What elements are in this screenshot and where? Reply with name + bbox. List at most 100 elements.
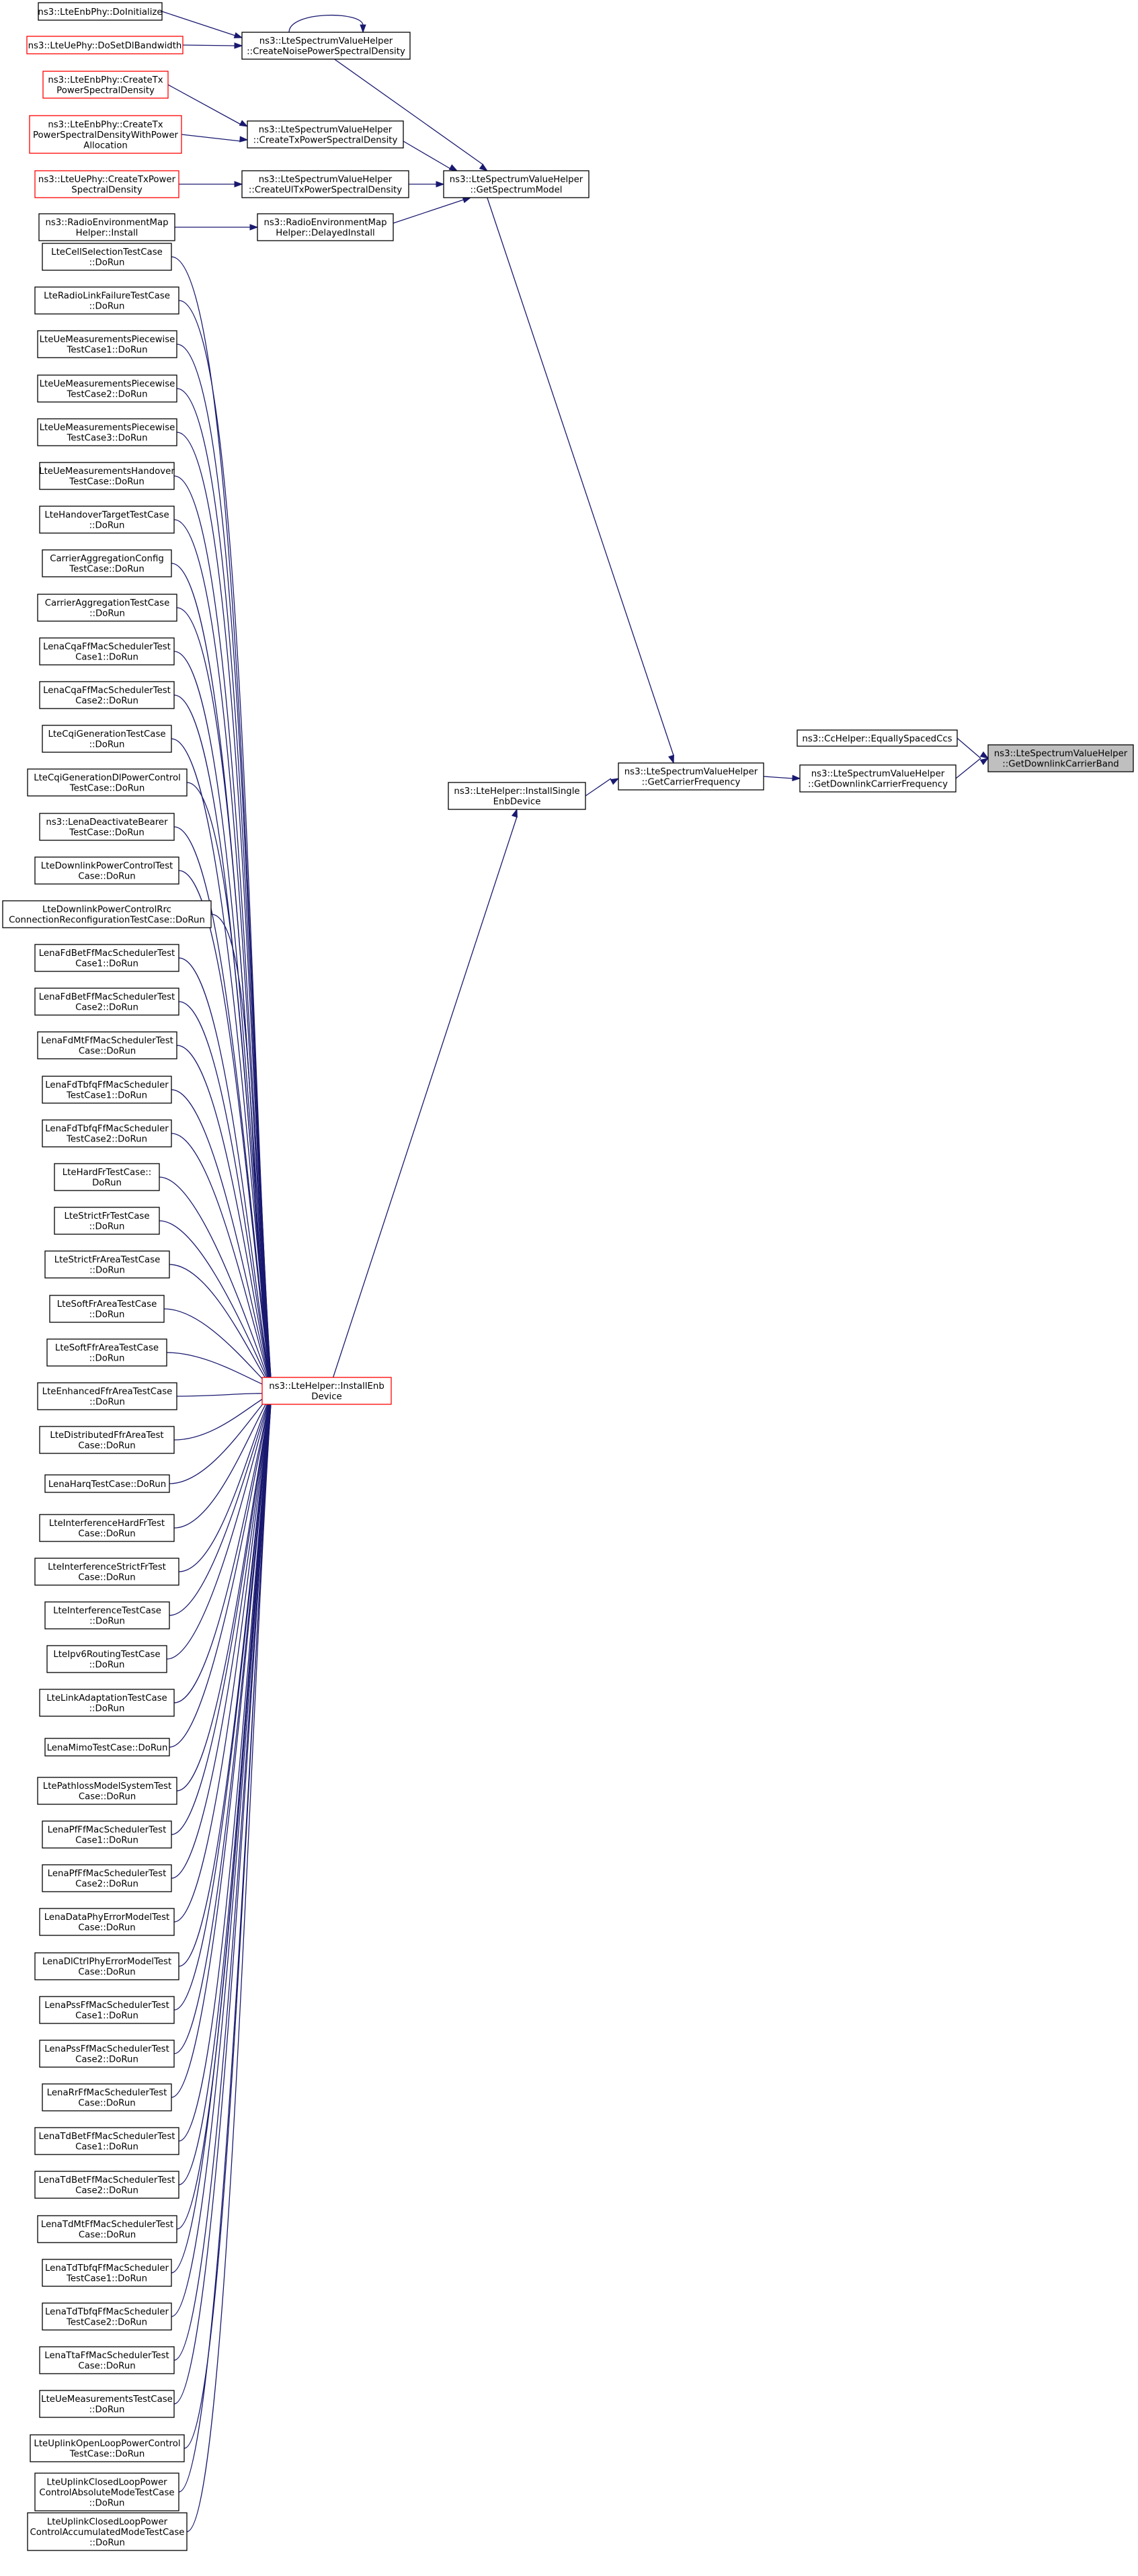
node-ltespectrumvaluehelper-createtxpowerspectraldensity[interactable]: ns3::LteSpectrumValueHelper::CreateTxPow…	[247, 120, 404, 149]
node-test-ltesoftffrareatestcase-dorun[interactable]: LteSoftFfrAreaTestCase::DoRun	[46, 1338, 167, 1367]
node-test-ltecqigenerationtestcase-dorun[interactable]: LteCqiGenerationTestCase::DoRun	[42, 725, 172, 753]
node-test-ltecqigenerationdlpowercontroltestcase-dorun[interactable]: LteCqiGenerationDlPowerControlTestCase::…	[27, 768, 188, 797]
node-lteuephy-dosetdlbandwidth[interactable]: ns3::LteUePhy::DoSetDlBandwidth	[26, 36, 184, 54]
node-test-lenamimotestcase-dorun[interactable]: LenaMimoTestCase::DoRun	[44, 1738, 170, 1757]
node-test-carrieraggregationtestcase-dorun[interactable]: CarrierAggregationTestCase::DoRun	[37, 594, 177, 622]
node-test-ltehandovertargettestcase-dorun[interactable]: LteHandoverTargetTestCase::DoRun	[39, 506, 175, 534]
edge-cnpsd-to-cnpsd	[288, 14, 366, 34]
node-box	[34, 170, 179, 198]
node-test-ltesoftfrareatestcase-dorun[interactable]: LteSoftFrAreaTestCase::DoRun	[49, 1295, 165, 1323]
node-label-line: LteInterferenceHardFrTest	[49, 1519, 165, 1529]
node-cchelper-equallyspacedccs[interactable]: ns3::CcHelper::EquallySpacedCcs	[797, 729, 958, 747]
node-label-line: LenaRrFfMacSchedulerTest	[47, 2088, 167, 2098]
node-box	[39, 2346, 175, 2374]
node-test-ltestrictfrareatestcase-dorun[interactable]: LteStrictFrAreaTestCase::DoRun	[44, 1250, 170, 1279]
node-box	[39, 506, 175, 534]
node-test-lteuplinkopenlooppowercontroltestcase-dorun[interactable]: LteUplinkOpenLoopPowerControlTestCase::D…	[30, 2434, 185, 2462]
node-label-line: LteStrictFrTestCase	[64, 1211, 149, 1221]
node-label-line: ::DoRun	[89, 2498, 125, 2508]
node-box	[54, 1207, 160, 1235]
edge-test-26-to-ied	[176, 1387, 277, 1397]
node-ltespectrumvaluehelper-createnoisepowerspectraldensity[interactable]: ns3::LteSpectrumValueHelper::CreateNoise…	[241, 32, 411, 60]
node-ltespectrumvaluehelper-getdownlinkcarrierband[interactable]: ns3::LteSpectrumValueHelper::GetDownlink…	[987, 744, 1134, 772]
node-test-lteuemeasurementstestcase-dorun[interactable]: LteUeMeasurementsTestCase::DoRun	[39, 2390, 175, 2418]
node-test-lenaharqtestcase-dorun[interactable]: LenaHarqTestCase::DoRun	[44, 1474, 170, 1493]
node-test-ltecellselectiontestcase-dorun[interactable]: LteCellSelectionTestCase::DoRun	[42, 243, 172, 271]
node-label-line: ns3::RadioEnvironmentMap	[45, 218, 168, 228]
node-label-line: Case2::DoRun	[75, 1880, 138, 1890]
node-test-lteenhancedffrareatestcase-dorun[interactable]: LteEnhancedFfrAreaTestCase::DoRun	[37, 1382, 177, 1410]
node-test-lteuemeasurementspiecewisetestcase2-dorun[interactable]: LteUeMeasurementsPiecewiseTestCase2::DoR…	[37, 374, 177, 403]
node-label-line: TestCase::DoRun	[69, 565, 145, 575]
node-box	[39, 1426, 175, 1454]
node-label-line: SpectralDensity	[71, 186, 143, 196]
node-test-lteuemeasurementspiecewisetestcase1-dorun[interactable]: LteUeMeasurementsPiecewiseTestCase1::DoR…	[37, 330, 177, 358]
node-lteenbphy-createtxpowerspectraldensity[interactable]: ns3::LteEnbPhy::CreateTxPowerSpectralDen…	[42, 71, 169, 99]
node-test-lteuemeasurementspiecewisetestcase3-dorun[interactable]: LteUeMeasurementsPiecewiseTestCase3::DoR…	[37, 418, 177, 446]
node-box	[42, 725, 172, 753]
node-box	[46, 1338, 167, 1367]
node-label-line: LenaFdTbfqFfMacScheduler	[45, 1080, 169, 1090]
node-ltespectrumvaluehelper-createultxpowerspectraldensity[interactable]: ns3::LteSpectrumValueHelper::CreateUlTxP…	[241, 170, 409, 198]
node-label-line: ::CreateTxPowerSpectralDensity	[253, 136, 398, 146]
node-label-line: ::DoRun	[89, 258, 125, 268]
node-test-lteinterferencetestcase-dorun[interactable]: LteInterferenceTestCase::DoRun	[44, 1601, 170, 1629]
node-test-lteuplinkclosedlooppowercontrolabsolutemodetestcase-dorun[interactable]: LteUplinkClosedLoopPowerControlAbsoluteM…	[34, 2472, 179, 2511]
node-label-line: ns3::LteSpectrumValueHelper	[450, 175, 583, 185]
node-box	[34, 2127, 179, 2155]
node-label-line: LteIpv6RoutingTestCase	[53, 1650, 160, 1660]
node-lteenbphy-createtxpowerspectraldensitywithpowerallocation[interactable]: ns3::LteEnbPhy::CreateTxPowerSpectralDen…	[29, 115, 182, 154]
node-box	[34, 286, 179, 315]
node-ltespectrumvaluehelper-getcarrierfrequency[interactable]: ns3::LteSpectrumValueHelper::GetCarrierF…	[618, 762, 764, 791]
node-radioenvironmentmaphelper-delayedinstall[interactable]: ns3::RadioEnvironmentMapHelper::DelayedI…	[257, 213, 394, 241]
node-ltespectrumvaluehelper-getspectrummodel[interactable]: ns3::LteSpectrumValueHelper::GetSpectrum…	[443, 170, 590, 198]
node-test-ltestrictfrtestcase-dorun[interactable]: LteStrictFrTestCase::DoRun	[54, 1207, 160, 1235]
node-test-lteradiolinkfailuretestcase-dorun[interactable]: LteRadioLinkFailureTestCase::DoRun	[34, 286, 179, 315]
node-test-ltehardfrtestcase-dorun[interactable]: LteHardFrTestCase::DoRun	[54, 1163, 160, 1191]
node-lteuephy-createtxpowerspectraldensity[interactable]: ns3::LteUePhy::CreateTxPowerSpectralDens…	[34, 170, 179, 198]
node-lteenbphy-doinitialize[interactable]: ns3::LteEnbPhy::DoInitialize	[38, 2, 163, 21]
node-box	[37, 374, 177, 403]
node-label-line: LteDownlinkPowerControlTest	[41, 861, 173, 871]
node-test-ltelinkadaptationtestcase-dorun[interactable]: LteLinkAdaptationTestCase::DoRun	[39, 1689, 175, 1717]
node-test-lteipv6routingtestcase-dorun[interactable]: LteIpv6RoutingTestCase::DoRun	[46, 1645, 167, 1673]
edge-test-42-to-ied	[171, 1390, 278, 2098]
node-test-ltedownlinkpowercontrolrrcconnectionreconfigurationtestcase-dorun[interactable]: LteDownlinkPowerControlRrcConnectionReco…	[2, 900, 212, 928]
node-ltespectrumvaluehelper-getdownlinkcarrierfrequency[interactable]: ns3::LteSpectrumValueHelper::GetDownlink…	[799, 764, 957, 793]
edge-gcf-to-gdcf	[763, 774, 801, 782]
node-test-lteuplinkclosedlooppowercontrolaccumulatedmodetestcase-dorun[interactable]: LteUplinkClosedLoopPowerControlAccumulat…	[27, 2512, 188, 2551]
node-label-line: LteUplinkClosedLoopPower	[46, 2477, 167, 2487]
node-label-line: ::DoRun	[89, 521, 125, 531]
